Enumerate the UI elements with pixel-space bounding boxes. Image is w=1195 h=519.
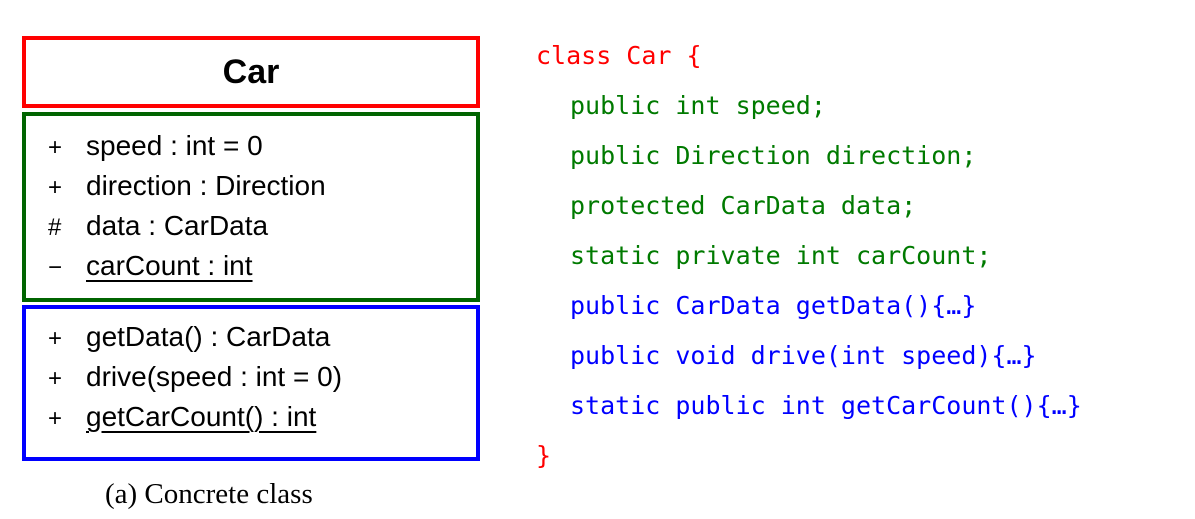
visibility-symbol: + (48, 365, 63, 392)
code-field-line: static private int carCount; (570, 241, 992, 270)
uml-class-name: Car (222, 52, 280, 91)
attribute-text: speed : int = 0 (86, 130, 263, 161)
visibility-symbol: − (48, 254, 63, 281)
visibility-symbol: + (48, 134, 63, 161)
uml-attribute-row: # data : CarData (48, 206, 268, 246)
code-method-line: public void drive(int speed){…} (570, 341, 1037, 370)
code-field-line: protected CarData data; (570, 191, 917, 220)
code-field-line: public int speed; (570, 91, 826, 120)
uml-attribute-row: + speed : int = 0 (48, 126, 263, 166)
uml-operation-row: + getData() : CarData (48, 317, 330, 357)
visibility-symbol: # (48, 214, 62, 241)
code-class-declaration: class Car { (536, 41, 702, 70)
code-field-line: public Direction direction; (570, 141, 977, 170)
uml-operation-row: + drive(speed : int = 0) (48, 357, 342, 397)
visibility-symbol: + (48, 174, 63, 201)
uml-operations-compartment: + getData() : CarData + drive(speed : int … (22, 305, 480, 461)
uml-static-attribute-row: −carCount : int (48, 246, 253, 286)
operation-text: getData() : CarData (86, 321, 331, 352)
operation-text: getCarCount() : int (86, 401, 317, 432)
code-closing-brace: } (536, 441, 552, 470)
uml-attributes-compartment: +speed : int = 0 +direction : Direction … (22, 112, 480, 302)
visibility-symbol: + (48, 325, 63, 352)
attribute-text: direction : Direction (86, 170, 326, 201)
uml-attribute-row: + direction : Direction (48, 166, 326, 206)
operation-text: drive(speed : int = 0) (86, 361, 343, 392)
attribute-text: carCount : int (86, 250, 253, 281)
uml-static-operation-row: + getCarCount() : int (48, 397, 316, 437)
visibility-symbol: + (48, 405, 63, 432)
attribute-text: data : CarData (86, 210, 269, 241)
code-method-line: static public int getCarCount(){…} (570, 391, 1082, 420)
figure-caption: (a) Concrete class (105, 478, 313, 510)
code-method-line: public CarData getData(){…} (570, 291, 977, 320)
uml-class-name-compartment: Car (22, 36, 480, 108)
